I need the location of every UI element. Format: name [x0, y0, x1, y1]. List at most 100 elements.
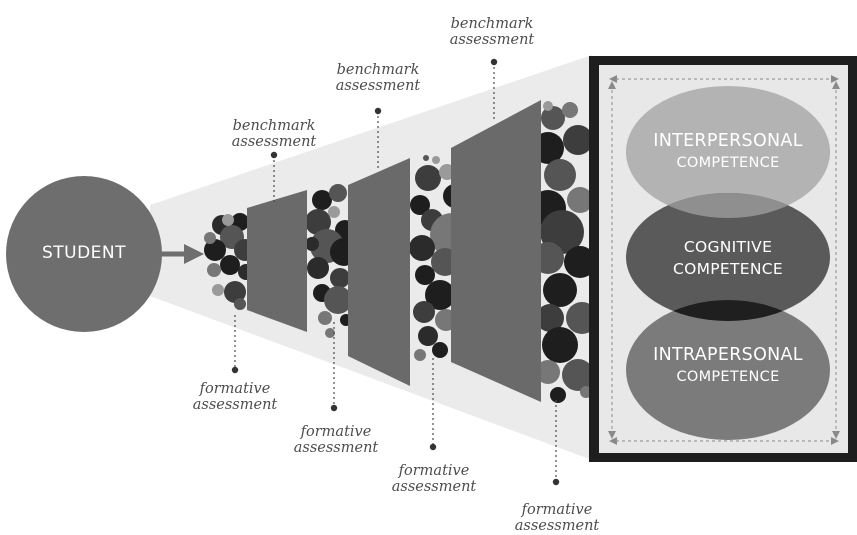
bubble	[432, 156, 440, 164]
formative-label-2: formative assessment	[284, 424, 388, 456]
formative-label-3: formative assessment	[382, 463, 486, 495]
leader-dot	[270, 151, 278, 159]
arrowhead-icon	[832, 81, 840, 89]
bubble	[328, 206, 340, 218]
bubble	[562, 359, 594, 391]
bubble	[564, 246, 596, 278]
arrowhead-icon	[608, 431, 616, 439]
bubble	[329, 184, 347, 202]
bubble	[541, 106, 565, 130]
cognitive-subtitle: COMPETENCE	[672, 260, 783, 278]
bubble	[207, 263, 221, 277]
benchmark-label-3-line1: benchmark	[450, 16, 534, 32]
bubble	[432, 342, 448, 358]
funnel-1	[247, 190, 307, 332]
arrowhead-icon	[609, 437, 617, 445]
bubble	[410, 195, 430, 215]
cognitive-title: COGNITIVE	[683, 238, 773, 256]
bubble	[550, 387, 566, 403]
bubble	[413, 301, 435, 323]
bubble	[307, 257, 329, 279]
bubble	[204, 239, 226, 261]
benchmark-label-1-line2: assessment	[231, 134, 317, 150]
bubble	[543, 273, 577, 307]
bubble	[563, 125, 593, 155]
leader-dot	[231, 366, 239, 374]
bubble	[544, 159, 576, 191]
intrapersonal-label: INTRAPERSONAL COMPETENCE	[628, 344, 828, 388]
arrowhead-icon	[609, 75, 617, 83]
bubble	[318, 311, 332, 325]
formative-label-1-line2: assessment	[192, 397, 278, 413]
formative-label-1-line1: formative	[199, 381, 271, 397]
bubble	[562, 102, 578, 118]
leader-dot	[330, 404, 338, 412]
bubble	[305, 209, 331, 235]
benchmark-label-3-line2: assessment	[449, 32, 535, 48]
arrow-icon	[184, 244, 204, 264]
bubble	[567, 187, 593, 213]
bubble	[409, 235, 435, 261]
bubble	[220, 255, 240, 275]
leader-dots	[231, 58, 560, 486]
interpersonal-label: INTERPERSONAL COMPETENCE	[628, 130, 828, 174]
student-circle	[6, 176, 162, 332]
bubble-clusters	[204, 101, 598, 403]
benchmark-label-2: benchmark assessment	[326, 62, 430, 94]
dimension-arrows	[611, 78, 837, 442]
interpersonal-ellipse	[626, 86, 830, 218]
bubble	[418, 326, 438, 346]
formative-label-4-line2: assessment	[514, 518, 600, 534]
formative-label-4-line1: formative	[521, 502, 593, 518]
bubble	[536, 304, 564, 332]
bubble	[542, 327, 578, 363]
formative-label-2-line1: formative	[300, 424, 372, 440]
leader-dot	[490, 58, 498, 66]
bubble	[543, 101, 553, 111]
benchmark-label-1-line1: benchmark	[232, 118, 316, 134]
bubble	[415, 165, 441, 191]
intrapersonal-title: INTRAPERSONAL	[653, 345, 803, 365]
bubble	[222, 214, 234, 226]
bubble	[415, 265, 435, 285]
leader-lines	[234, 62, 557, 482]
bubble	[330, 268, 350, 288]
intrapersonal-ellipse	[626, 300, 830, 440]
leader-dot	[374, 107, 382, 115]
bubble	[204, 232, 216, 244]
benchmark-label-2-line2: assessment	[335, 78, 421, 94]
formative-label-3-line1: formative	[398, 463, 470, 479]
arrowhead-icon	[832, 431, 840, 439]
benchmark-label-1: benchmark assessment	[222, 118, 326, 150]
interpersonal-subtitle: COMPETENCE	[676, 155, 780, 171]
leader-dot	[429, 443, 437, 451]
bubble	[423, 155, 429, 161]
formative-label-3-line2: assessment	[391, 479, 477, 495]
formative-label-4: formative assessment	[505, 502, 609, 534]
funnel-3	[451, 100, 541, 402]
arrowhead-icon	[831, 75, 839, 83]
bubble	[325, 328, 335, 338]
bubble	[324, 286, 352, 314]
benchmark-label-2-line1: benchmark	[336, 62, 420, 78]
arrowhead-icon	[831, 437, 839, 445]
bubble	[234, 298, 246, 310]
bubble	[305, 237, 319, 251]
benchmark-label-3: benchmark assessment	[440, 16, 544, 48]
student-label: STUDENT	[41, 243, 127, 263]
funnel-2	[348, 158, 410, 386]
intrapersonal-subtitle: COMPETENCE	[676, 369, 780, 385]
bubble	[425, 280, 455, 310]
bubble	[312, 190, 332, 210]
leader-dot	[552, 478, 560, 486]
bubble	[536, 360, 560, 384]
interpersonal-title: INTERPERSONAL	[653, 131, 803, 151]
formative-label-2-line2: assessment	[293, 440, 379, 456]
bubble	[212, 284, 224, 296]
formative-label-1: formative assessment	[183, 381, 287, 413]
bubble	[414, 349, 426, 361]
bubble	[224, 281, 246, 303]
cognitive-label: COGNITIVE COMPETENCE	[628, 236, 828, 280]
